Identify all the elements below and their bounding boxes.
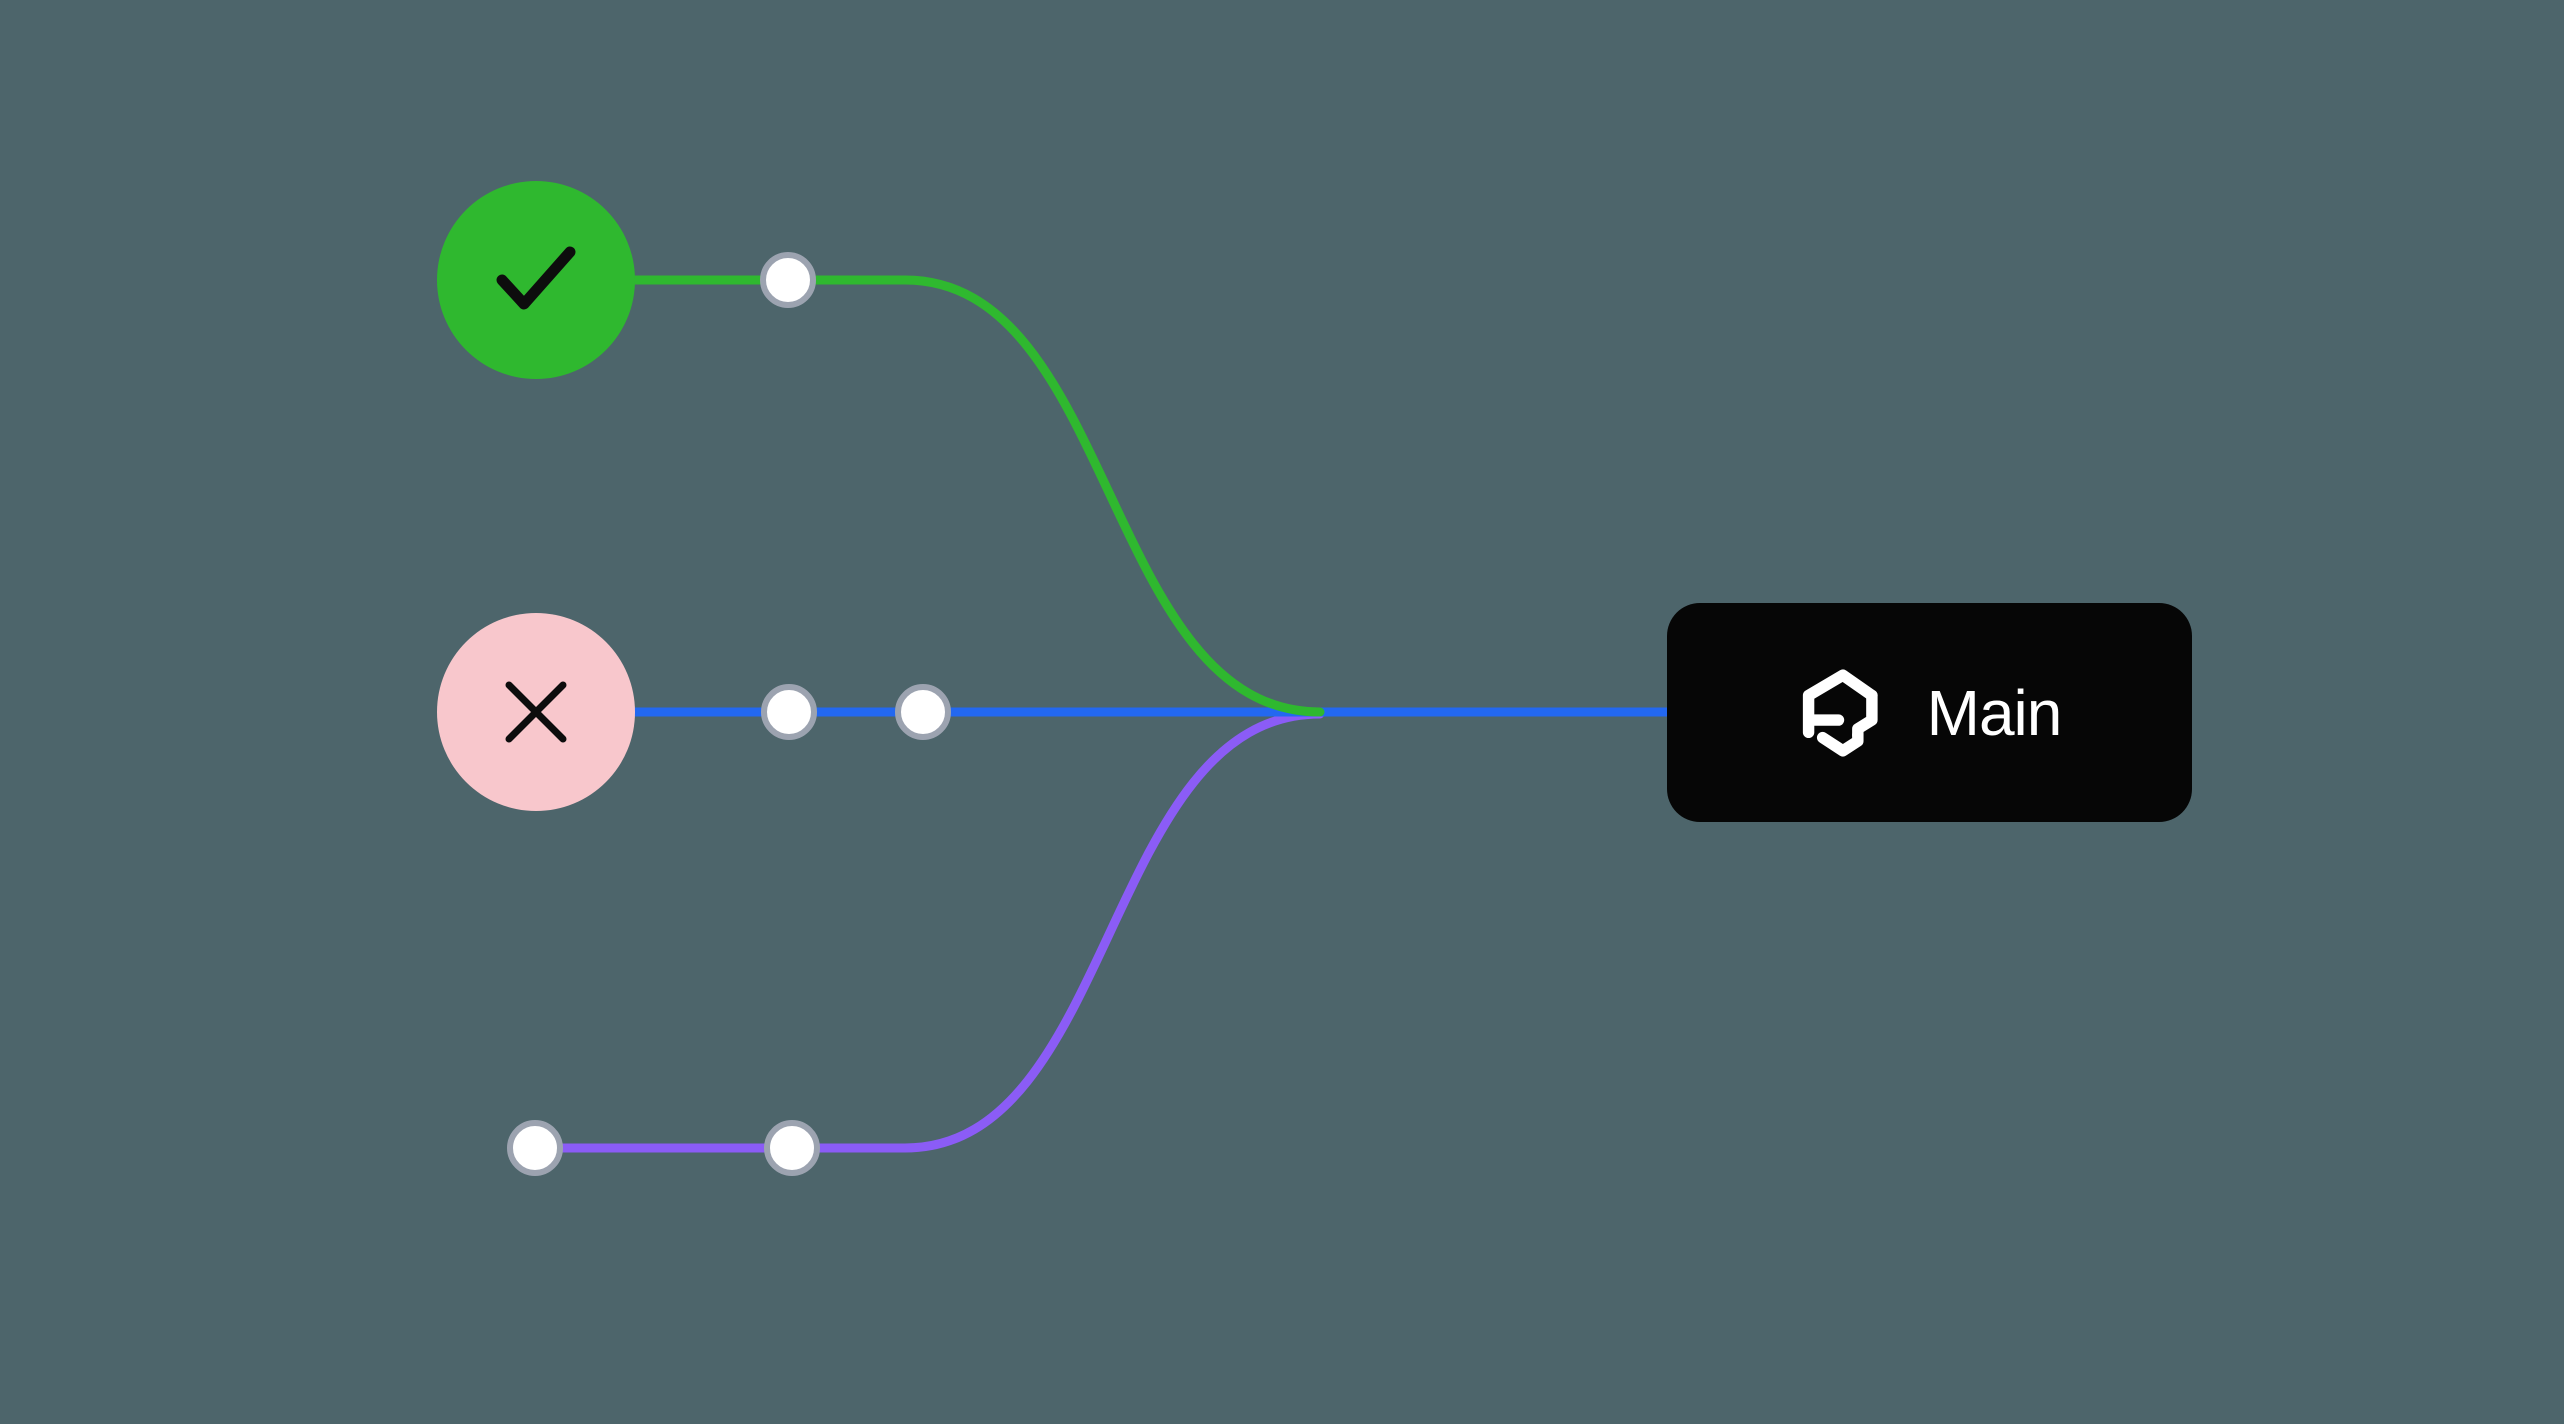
- x-icon: [505, 681, 567, 743]
- gamemaker-logo-icon: [1802, 668, 1878, 757]
- commit-dot-blue-1[interactable]: [761, 684, 817, 740]
- branch-line-purple: [530, 709, 1325, 1153]
- status-success-badge[interactable]: [437, 181, 635, 379]
- branch-line-green: [545, 275, 1325, 717]
- commit-dot-blue-2[interactable]: [895, 684, 951, 740]
- commit-dot-green-1[interactable]: [760, 252, 816, 308]
- success-badge-circle: [437, 181, 635, 379]
- commit-dot-purple-2[interactable]: [764, 1120, 820, 1176]
- status-failure-badge[interactable]: [437, 613, 635, 811]
- check-icon: [496, 246, 576, 310]
- commit-dot-purple-1[interactable]: [507, 1120, 563, 1176]
- main-node-label: Main: [1926, 676, 2063, 749]
- main-branch-node[interactable]: Main: [1667, 603, 2192, 822]
